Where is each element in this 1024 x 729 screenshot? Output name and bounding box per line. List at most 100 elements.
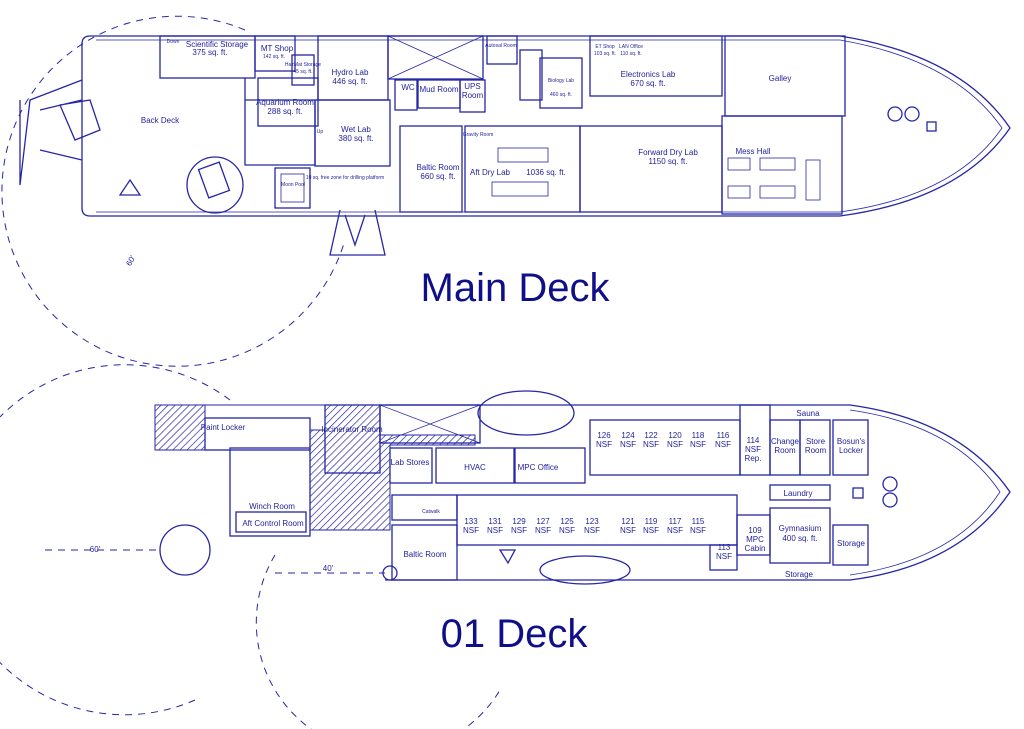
cabin-suffix: NSF	[643, 526, 659, 535]
mpc-office	[514, 447, 586, 484]
cabin-number: 113	[718, 543, 731, 552]
crane-base-icon	[159, 524, 211, 576]
rescue-boat	[477, 390, 575, 436]
room-name: Mud Room	[419, 85, 458, 94]
main-deck-title: Main Deck	[421, 266, 611, 310]
cabin-suffix: NSF	[511, 526, 527, 535]
cabin-suffix: NSF	[690, 440, 706, 449]
cabin-number: 119	[645, 517, 658, 526]
stair-label: Down	[167, 39, 180, 45]
cabin-labels: 126NSF124NSF122NSF120NSF118NSF116NSF133N…	[463, 431, 731, 535]
room-name: Baltic Room	[403, 550, 446, 559]
room-name: Galley	[769, 74, 792, 83]
room-name: Moon Pool	[281, 182, 305, 188]
cabin-suffix: NSF	[667, 526, 683, 535]
crane-base-icon	[186, 156, 244, 214]
lab-stores	[389, 447, 433, 484]
room-name: LAN Office	[619, 44, 643, 50]
room-area: 660 sq. ft.	[420, 172, 455, 181]
room-name: Bosun's Locker	[836, 437, 866, 455]
room-name: Change Room	[770, 437, 800, 455]
cabin-suffix: NSF	[690, 526, 706, 535]
room-area: 288 sq. ft.	[267, 107, 302, 116]
cabin-suffix: NSF	[584, 526, 600, 535]
room-area: 446 sq. ft.	[332, 77, 367, 86]
room-name: UPS Room	[461, 82, 484, 100]
main-deck-labels: Back Deck 60' Scientific Storage 375 sq.…	[124, 39, 791, 268]
cabin-suffix: NSF	[667, 440, 683, 449]
cabin-suffix: NSF	[643, 440, 659, 449]
room-name: Hydro Lab	[332, 68, 369, 77]
winch-room	[229, 447, 311, 537]
dimension-label: 40'	[323, 564, 334, 573]
stair-label: Up	[317, 129, 324, 135]
main-deck-hull	[81, 35, 1011, 217]
room-area: 400 sq. ft.	[782, 534, 817, 543]
room-name: HVAC	[464, 463, 486, 472]
cabin-number: 131	[488, 517, 502, 526]
wet-lab	[314, 99, 391, 167]
room-area: 110 sq. ft.	[620, 51, 642, 57]
room-name: Aft Dry Lab	[470, 168, 511, 177]
cabin-number: 116	[717, 431, 730, 440]
cabin-number: 121	[621, 517, 635, 526]
cabin-number: 133	[464, 517, 478, 526]
room-name: Aquarium Room	[256, 98, 314, 107]
room-name: Sauna	[796, 409, 820, 418]
room-name: Scientific Storage	[186, 40, 249, 49]
room-name: MPC	[746, 535, 764, 544]
room-name: WC	[401, 83, 415, 92]
room-name: MT Shop	[261, 44, 294, 53]
cabin-number: 124	[621, 431, 635, 440]
cabin-number: 127	[536, 517, 550, 526]
room-area: 375 sq. ft.	[192, 48, 227, 57]
room-name: Paint Locker	[201, 423, 246, 432]
cabin-number: 118	[692, 431, 705, 440]
note-label: 10 sq. free zone for drilling platform	[306, 175, 384, 181]
crane-swing-arc	[1, 15, 346, 367]
biology-lab	[539, 57, 583, 109]
room-name: Winch Room	[249, 502, 295, 511]
cabin-suffix: NSF	[559, 526, 575, 535]
room-name: Aft Control Room	[242, 519, 304, 528]
cabin-number: 126	[597, 431, 611, 440]
room-name: Storage	[837, 539, 866, 548]
cabin-number: 123	[585, 517, 599, 526]
cabin-number: 125	[560, 517, 574, 526]
baltic-room	[399, 125, 463, 213]
room-area: 103 sq. ft.	[594, 51, 616, 57]
room-name: 114 NSF Rep.	[744, 436, 762, 463]
room-area: 142 sq. ft.	[263, 54, 285, 60]
deck-01-title: 01 Deck	[441, 612, 589, 656]
deck-01-plan	[0, 364, 1011, 729]
electronics-lab	[589, 35, 723, 97]
room-name: Forward Dry Lab	[638, 148, 698, 157]
room-name: Wet Lab	[341, 125, 371, 134]
room-name: Store Room	[804, 437, 827, 455]
room-name: Electronics Lab	[621, 70, 676, 79]
hvac-room	[435, 447, 515, 484]
cabin-number: 122	[644, 431, 658, 440]
room-name: Lab Stores	[391, 458, 430, 467]
room-name: Biology Lab	[548, 78, 574, 84]
room-name: HazMat Storage	[285, 62, 321, 68]
room-name: 109	[748, 526, 762, 535]
cabin-suffix: NSF	[535, 526, 551, 535]
room-area: 460 sq. ft.	[550, 92, 572, 98]
cabin-suffix: NSF	[463, 526, 479, 535]
room-name: Baltic Room	[416, 163, 459, 172]
mess-tables	[727, 157, 821, 201]
room-name: Catwalk	[422, 509, 440, 515]
room-name: Gravity Room	[463, 132, 494, 138]
room-area: 45 sq. ft.	[293, 69, 312, 75]
aquarium-room	[257, 77, 319, 127]
cabin-suffix: NSF	[715, 440, 731, 449]
dimension-label: 60'	[90, 545, 101, 554]
dimension-label: 60'	[124, 254, 137, 268]
crane-icon	[118, 178, 142, 196]
cabin-suffix: NSF	[596, 440, 612, 449]
paint-locker	[204, 417, 311, 451]
room-name: ET Shop	[595, 44, 615, 50]
room-name: Mess Hall	[735, 147, 770, 156]
cabin-suffix: NSF	[620, 526, 636, 535]
